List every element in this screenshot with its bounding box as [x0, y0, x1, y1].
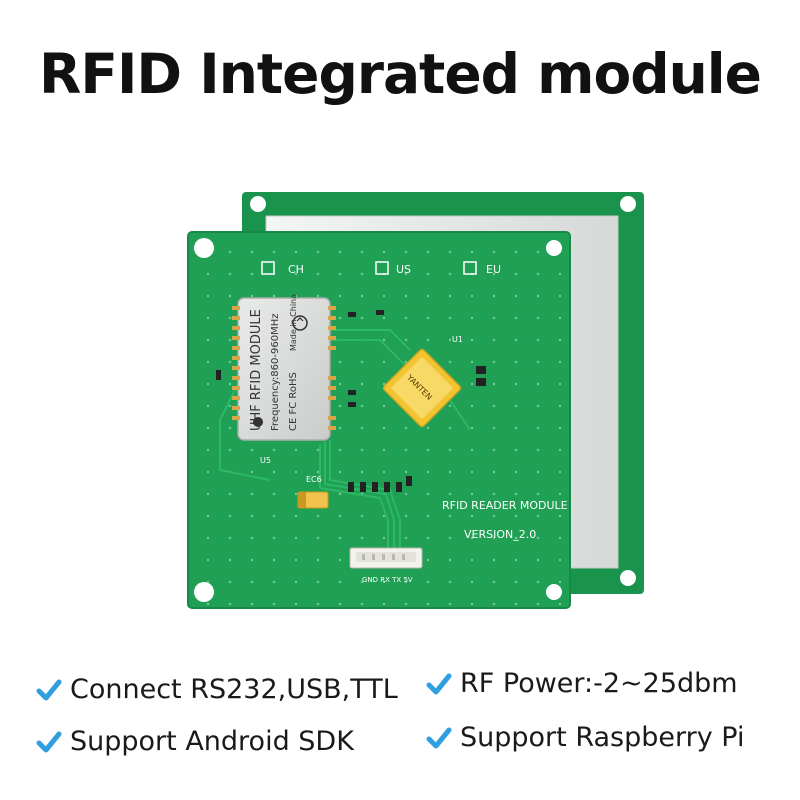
feature-text: Support Android SDK — [70, 726, 354, 757]
feature-item: Connect RS232,USB,TTL — [36, 674, 398, 705]
reader-label: RFID READER MODULE — [442, 499, 568, 512]
pcb-traces — [219, 329, 471, 550]
region-checkbox-us: US — [375, 261, 411, 276]
silk-label-ec6: EC6 — [306, 475, 322, 484]
checkmark-icon — [426, 673, 452, 694]
module-dot-icon — [253, 417, 263, 427]
feature-text: Support Raspberry Pi — [460, 722, 745, 753]
module-certs: CE FC RoHS — [288, 372, 299, 431]
checkmark-icon — [36, 731, 62, 752]
feature-list: Connect RS232,USB,TTL RF Power:-2~25dbm … — [36, 668, 796, 788]
rfid-module-photo: CH US EU — [180, 180, 650, 620]
checkmark-icon — [426, 727, 452, 748]
connector-pin-labels: GND RX TX 5V — [362, 576, 413, 584]
feature-item: RF Power:-2~25dbm — [426, 668, 738, 699]
region-label-ch: CH — [288, 263, 304, 276]
feature-text: Connect RS232,USB,TTL — [70, 674, 398, 705]
silk-label-u5: U5 — [260, 456, 271, 465]
reader-board: CH US EU — [187, 231, 571, 609]
version-label: VERSION_2.0 — [464, 528, 536, 541]
tantalum-capacitor — [297, 491, 329, 509]
rf-chip: YANTEN — [382, 348, 462, 428]
region-checkbox-ch: CH — [261, 261, 304, 276]
feature-item: Support Raspberry Pi — [426, 722, 744, 753]
module-title: UHF RFID MODULE — [249, 309, 264, 431]
checkmark-icon — [36, 679, 62, 700]
feature-text: RF Power:-2~25dbm — [460, 668, 738, 699]
smd-components — [216, 310, 486, 492]
module-frequency: Frequency:860-960MHz — [270, 314, 281, 431]
recycle-icon — [292, 315, 308, 331]
page-title: RFID Integrated module — [39, 42, 762, 106]
region-checkbox-eu: EU — [463, 261, 501, 276]
region-label-us: US — [396, 263, 411, 276]
uhf-module-shield: UHF RFID MODULE Frequency:860-960MHz CE … — [232, 294, 336, 441]
feature-item: Support Android SDK — [36, 726, 354, 757]
region-label-eu: EU — [486, 263, 501, 276]
silk-label-u1: U1 — [452, 335, 463, 344]
uart-connector: GND RX TX 5V — [349, 547, 423, 584]
